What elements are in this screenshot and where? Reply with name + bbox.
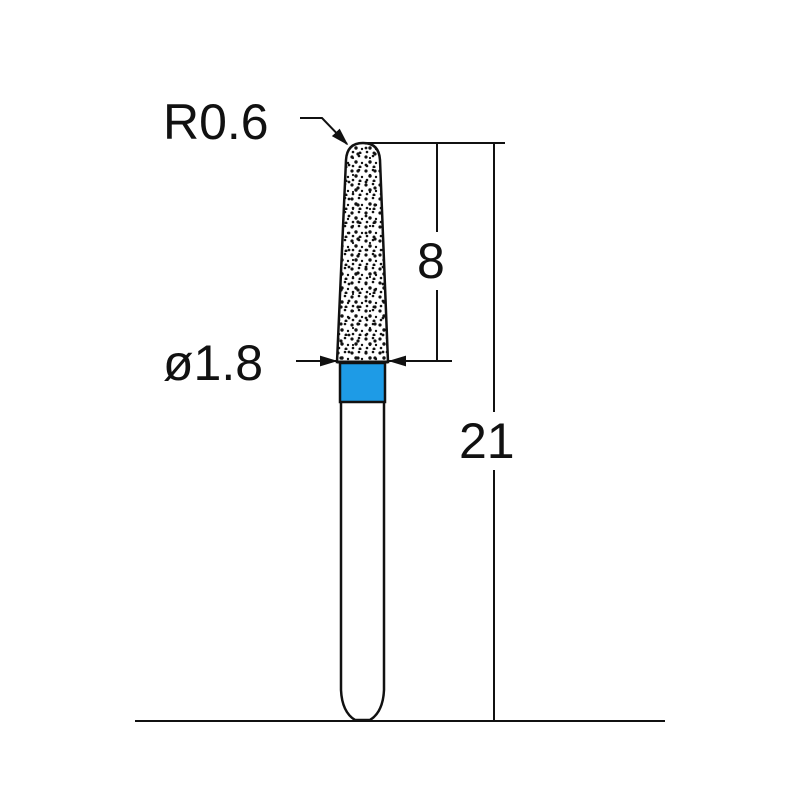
shank bbox=[339, 402, 386, 722]
tip-radius-label: R0.6 bbox=[163, 94, 269, 150]
grit-color-band bbox=[338, 361, 387, 404]
radius-leader-line bbox=[300, 117, 349, 146]
head-length-label: 8 bbox=[417, 232, 445, 290]
total-length-label: 21 bbox=[459, 412, 515, 470]
head-diameter-label: ø1.8 bbox=[163, 335, 264, 391]
